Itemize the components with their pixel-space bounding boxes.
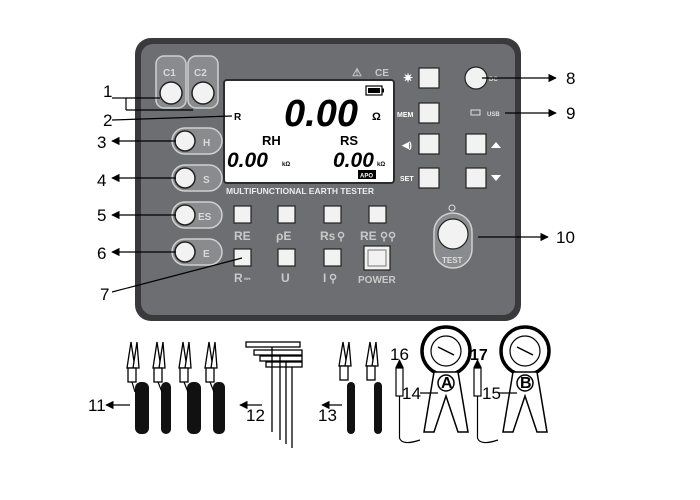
power-label: POWER	[358, 275, 397, 286]
callout-7: 7	[100, 285, 109, 304]
callout-5: 5	[97, 206, 106, 225]
i-button[interactable]	[323, 248, 342, 267]
dc-low-icon: ⎓	[244, 274, 251, 283]
callout-11: 11	[88, 396, 106, 415]
callout-1: 1	[103, 82, 112, 101]
h-socket[interactable]	[174, 130, 196, 152]
callout-6: 6	[97, 244, 106, 263]
callout-17: 17	[470, 347, 488, 364]
s-socket-group[interactable]: S	[171, 164, 223, 192]
lcd-rs-value: 0.00	[333, 149, 374, 172]
callout-15: 15	[482, 384, 501, 403]
set-button[interactable]	[418, 167, 440, 189]
es-socket-group[interactable]: ES	[171, 201, 223, 229]
callout-2: 2	[103, 111, 112, 130]
connector-plug-16	[395, 367, 421, 444]
usb-label: USB	[487, 112, 500, 118]
usb-icon	[470, 109, 481, 116]
up-arrow-icon	[491, 142, 501, 148]
c2-label: C2	[194, 68, 207, 79]
mem-button[interactable]	[418, 102, 440, 124]
test-button[interactable]	[437, 218, 469, 250]
e-socket[interactable]	[174, 241, 196, 263]
i-label: I	[323, 271, 326, 285]
callout-9: 9	[566, 104, 575, 123]
earth-stakes	[245, 341, 303, 448]
clamp-meter-b: B	[499, 325, 551, 433]
clamp-icon: ⚲	[337, 231, 345, 243]
h-socket-group[interactable]: H	[171, 127, 223, 155]
e-socket-group[interactable]: E	[171, 238, 223, 266]
u-label: U	[281, 271, 290, 285]
rs-button[interactable]	[323, 205, 342, 224]
warning-icon: ⚠	[352, 67, 362, 79]
lcd-rs-unit: kΩ	[377, 162, 385, 168]
lcd-apo-badge	[358, 170, 376, 179]
re2-label: RE	[360, 229, 377, 243]
pe-button[interactable]	[277, 205, 296, 224]
backlight-button[interactable]	[418, 67, 440, 89]
callout-13: 13	[318, 406, 337, 425]
dual-clamp-icon: ⚲⚲	[380, 231, 396, 243]
lcd-apo-text: APO	[360, 174, 373, 180]
pe-label: ρE	[276, 229, 291, 243]
c1-socket[interactable]	[159, 81, 183, 105]
lcd-main-value: 0.00	[284, 93, 358, 135]
es-label: ES	[198, 212, 212, 223]
test-indicator	[448, 204, 456, 212]
lcd-rh-label: RH	[262, 133, 281, 148]
ce-mark: CE	[375, 68, 389, 79]
clamp-b-label: B	[520, 375, 532, 392]
test-leads-set	[126, 341, 225, 434]
device-caption: MULTIFUNCTIONAL EARTH TESTER	[226, 186, 374, 196]
lcd-rh-value: 0.00	[227, 149, 268, 172]
set-label: SET	[400, 176, 414, 183]
lcd-rs-label: RS	[340, 133, 358, 148]
current-clamp-icon: ⚲	[329, 273, 337, 285]
callout-14: 14	[402, 384, 421, 403]
c1-label: C1	[163, 68, 176, 79]
clamp-meter-a: A	[420, 325, 472, 433]
mem-label: MEM	[397, 112, 414, 119]
lcd-screen	[223, 79, 395, 184]
re-label: RE	[234, 229, 251, 243]
u-button[interactable]	[277, 248, 296, 267]
dc-label: DC	[489, 77, 498, 83]
callout-8: 8	[566, 69, 575, 88]
clamp-a-label: A	[441, 375, 453, 392]
lcd-mode: R	[234, 112, 242, 123]
h-label: H	[203, 138, 210, 149]
lcd-main-unit: Ω	[372, 111, 381, 123]
simple-test-leads	[338, 341, 382, 434]
callout-12: 12	[246, 406, 265, 425]
backlight-icon: ✷	[403, 71, 413, 85]
callout-10: 10	[556, 228, 575, 247]
connector-plug-17	[473, 367, 499, 444]
down-arrow-icon	[491, 175, 501, 181]
buzzer-icon: ◀)	[401, 140, 412, 150]
up-button[interactable]	[465, 133, 487, 155]
re-clamp-button[interactable]	[368, 205, 387, 224]
test-label: TEST	[442, 256, 463, 265]
es-socket[interactable]	[174, 204, 196, 226]
s-socket[interactable]	[174, 167, 196, 189]
r-label: R	[234, 271, 243, 285]
callout-4: 4	[97, 171, 106, 190]
down-button[interactable]	[465, 167, 487, 189]
rs-label: Rs	[320, 229, 336, 243]
lcd-rh-unit: kΩ	[282, 162, 290, 168]
c2-socket[interactable]	[191, 81, 215, 105]
s-label: S	[203, 175, 210, 186]
buzzer-button[interactable]	[418, 133, 440, 155]
callout-16: 16	[390, 345, 409, 364]
e-label: E	[203, 249, 210, 260]
re-button[interactable]	[233, 205, 252, 224]
callout-3: 3	[97, 133, 106, 152]
r-button[interactable]	[233, 248, 252, 267]
